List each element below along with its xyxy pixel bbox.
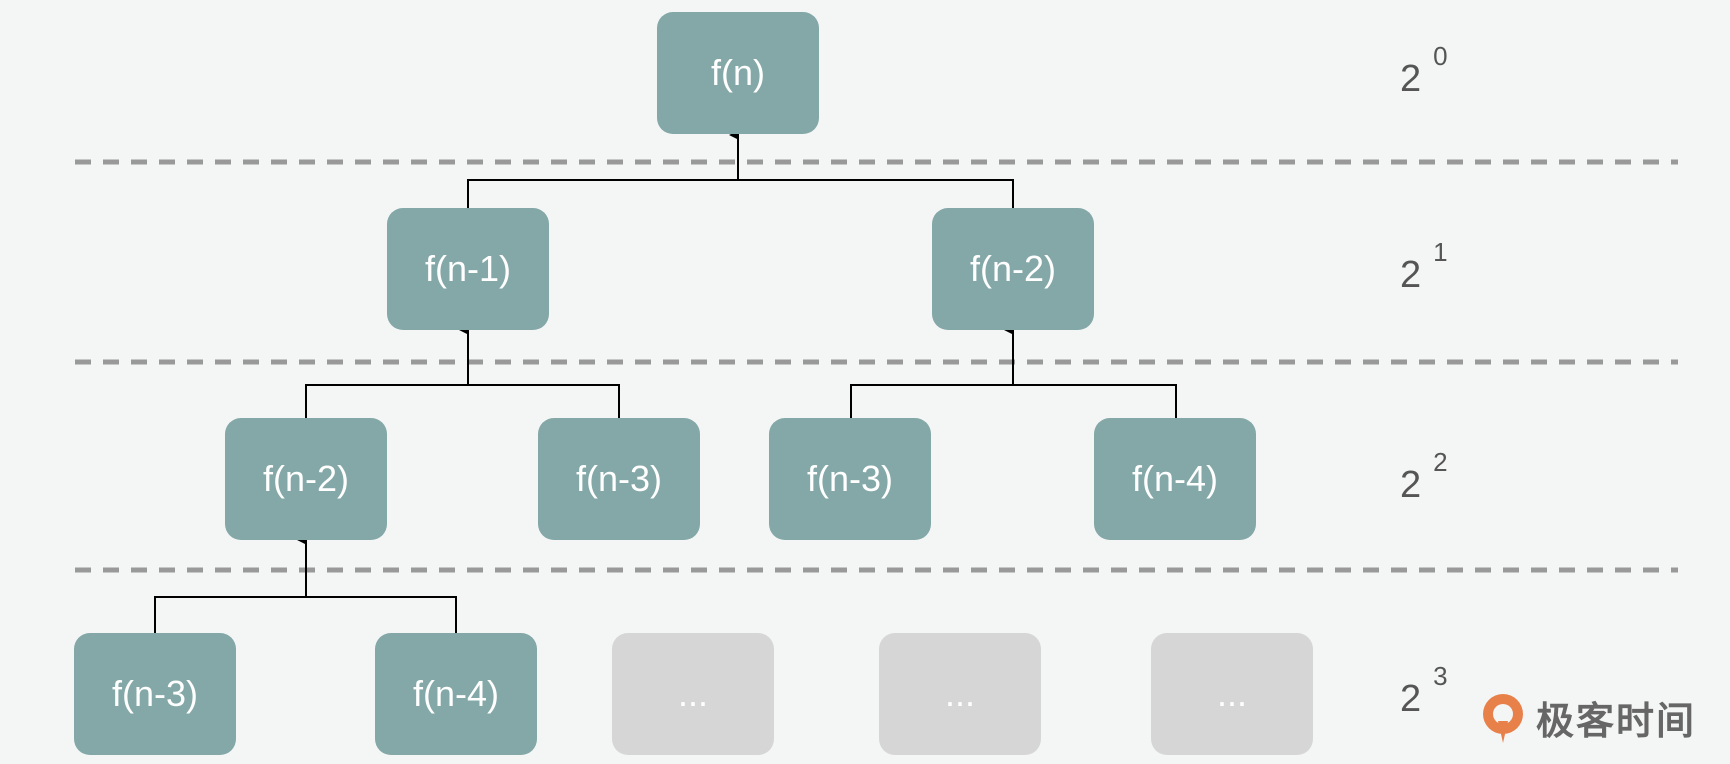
level-base: 2 [1400,254,1422,296]
node-root: f(n) [657,12,819,134]
node-l3-b: f(n-4) [375,633,537,755]
node-l3-a: f(n-3) [74,633,236,755]
node-l2-a: f(n-2) [225,418,387,540]
level-label-2: 22 [1400,447,1448,507]
level-base: 2 [1400,58,1422,100]
level-exponent: 2 [1433,447,1448,477]
node-l3-placeholder: ... [879,633,1041,755]
node-l2-b: f(n-3) [538,418,700,540]
level-label-0: 20 [1400,41,1448,101]
node-l1-left: f(n-1) [387,208,549,330]
connector-level2-left [305,384,620,418]
node-l3-placeholder: ... [1151,633,1313,755]
connector-level3-left [154,596,457,633]
node-l2-d: f(n-4) [1094,418,1256,540]
level-base: 2 [1400,464,1422,506]
level-exponent: 0 [1433,41,1448,71]
level-label-1: 21 [1400,237,1448,297]
node-l1-right: f(n-2) [932,208,1094,330]
connector-level2-right [850,384,1177,418]
level-exponent: 3 [1433,661,1448,691]
level-exponent: 1 [1433,237,1448,267]
level-label-3: 23 [1400,661,1448,721]
node-l2-c: f(n-3) [769,418,931,540]
level-base: 2 [1400,678,1422,720]
node-l3-placeholder: ... [612,633,774,755]
logo-text: 极客时间 [1536,701,1697,743]
brand-logo: 极客时间 [1478,690,1696,745]
logo-icon [1483,693,1523,743]
connector-level1 [467,179,1014,208]
